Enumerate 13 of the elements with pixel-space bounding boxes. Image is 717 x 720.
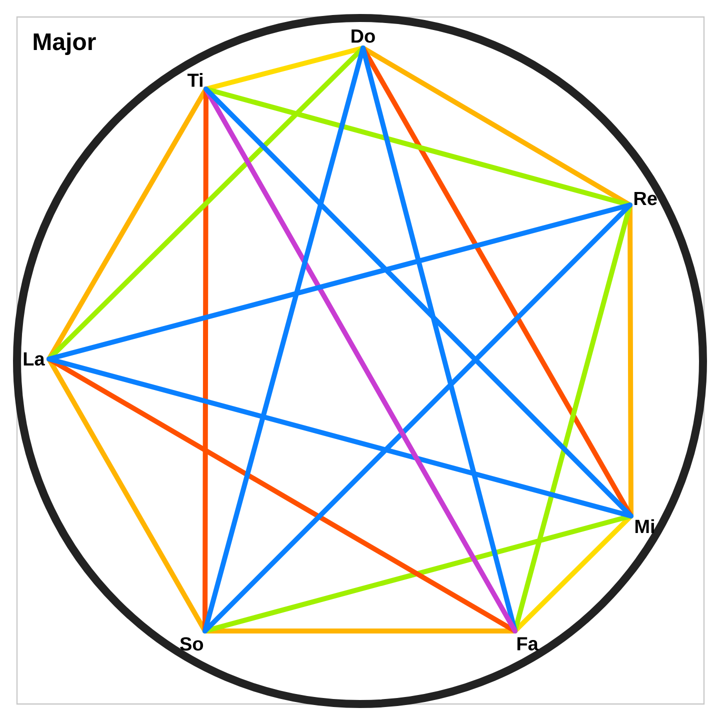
connector-line [46, 46, 366, 362]
note-label: Re [634, 192, 657, 206]
connector-line [202, 46, 366, 634]
connector-line [204, 86, 634, 518]
connector-line [46, 202, 632, 362]
note-label: Mi [635, 519, 654, 533]
note-label: La [24, 352, 45, 366]
note-label: So [180, 637, 204, 651]
connector-line [202, 202, 632, 634]
note-label: Do [352, 30, 375, 43]
note-label: Ti [187, 73, 202, 87]
heading: Major [34, 32, 96, 55]
note-label: Fa [517, 637, 538, 650]
